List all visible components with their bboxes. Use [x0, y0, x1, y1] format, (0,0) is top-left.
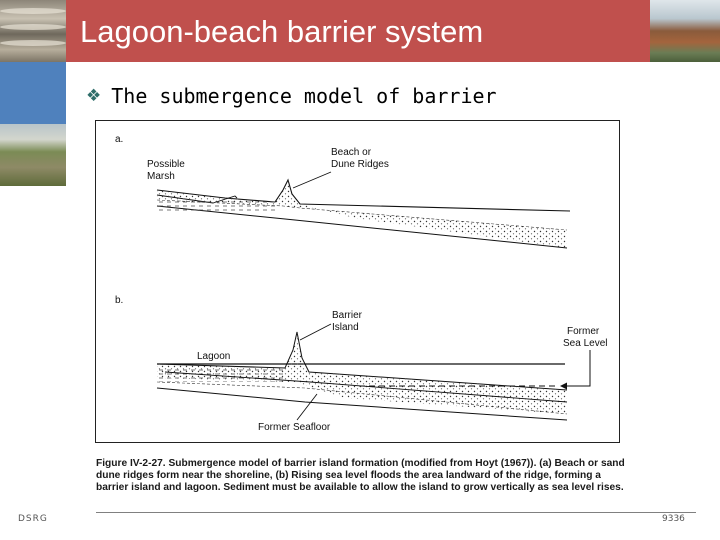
footer-page-number: 9336 [662, 514, 685, 524]
slide-title: Lagoon-beach barrier system [80, 14, 484, 49]
bullet-text: The submergence model of barrier [111, 84, 497, 108]
panel-a-letter: a. [115, 134, 123, 145]
rock-texture-photo [0, 0, 66, 62]
coastal-rock-photo [650, 0, 720, 62]
ridge-label-line2: Dune Ridges [331, 159, 389, 170]
former-sea-label-line2: Sea Level [563, 338, 607, 349]
former-seafloor-label: Former Seafloor [258, 422, 331, 433]
footer-divider [96, 512, 696, 513]
figure-caption: Figure IV-2-27. Submergence model of bar… [96, 458, 625, 494]
marsh-label-line2: Marsh [147, 171, 175, 182]
former-sea-label-line1: Former [567, 326, 600, 337]
title-bar: Lagoon-beach barrier system [66, 0, 650, 62]
panel-a-cross-section [156, 171, 571, 249]
island-label-line2: Island [332, 322, 359, 333]
barrier-submergence-diagram: a. Possible Marsh Beach or Dune Ridges b… [95, 120, 620, 443]
side-accent-strip [0, 62, 66, 124]
marsh-label-line1: Possible [147, 159, 185, 170]
ridge-label-line1: Beach or [331, 147, 372, 158]
island-label-line1: Barrier [332, 310, 363, 321]
footer-organization: DSRG [18, 514, 48, 524]
landscape-photo [0, 124, 66, 186]
panel-b-cross-section [156, 323, 591, 421]
bullet-line: ❖ The submergence model of barrier [86, 84, 497, 108]
panel-b-letter: b. [115, 295, 123, 306]
diamond-bullet-icon: ❖ [86, 86, 102, 106]
lagoon-label: Lagoon [197, 351, 230, 362]
